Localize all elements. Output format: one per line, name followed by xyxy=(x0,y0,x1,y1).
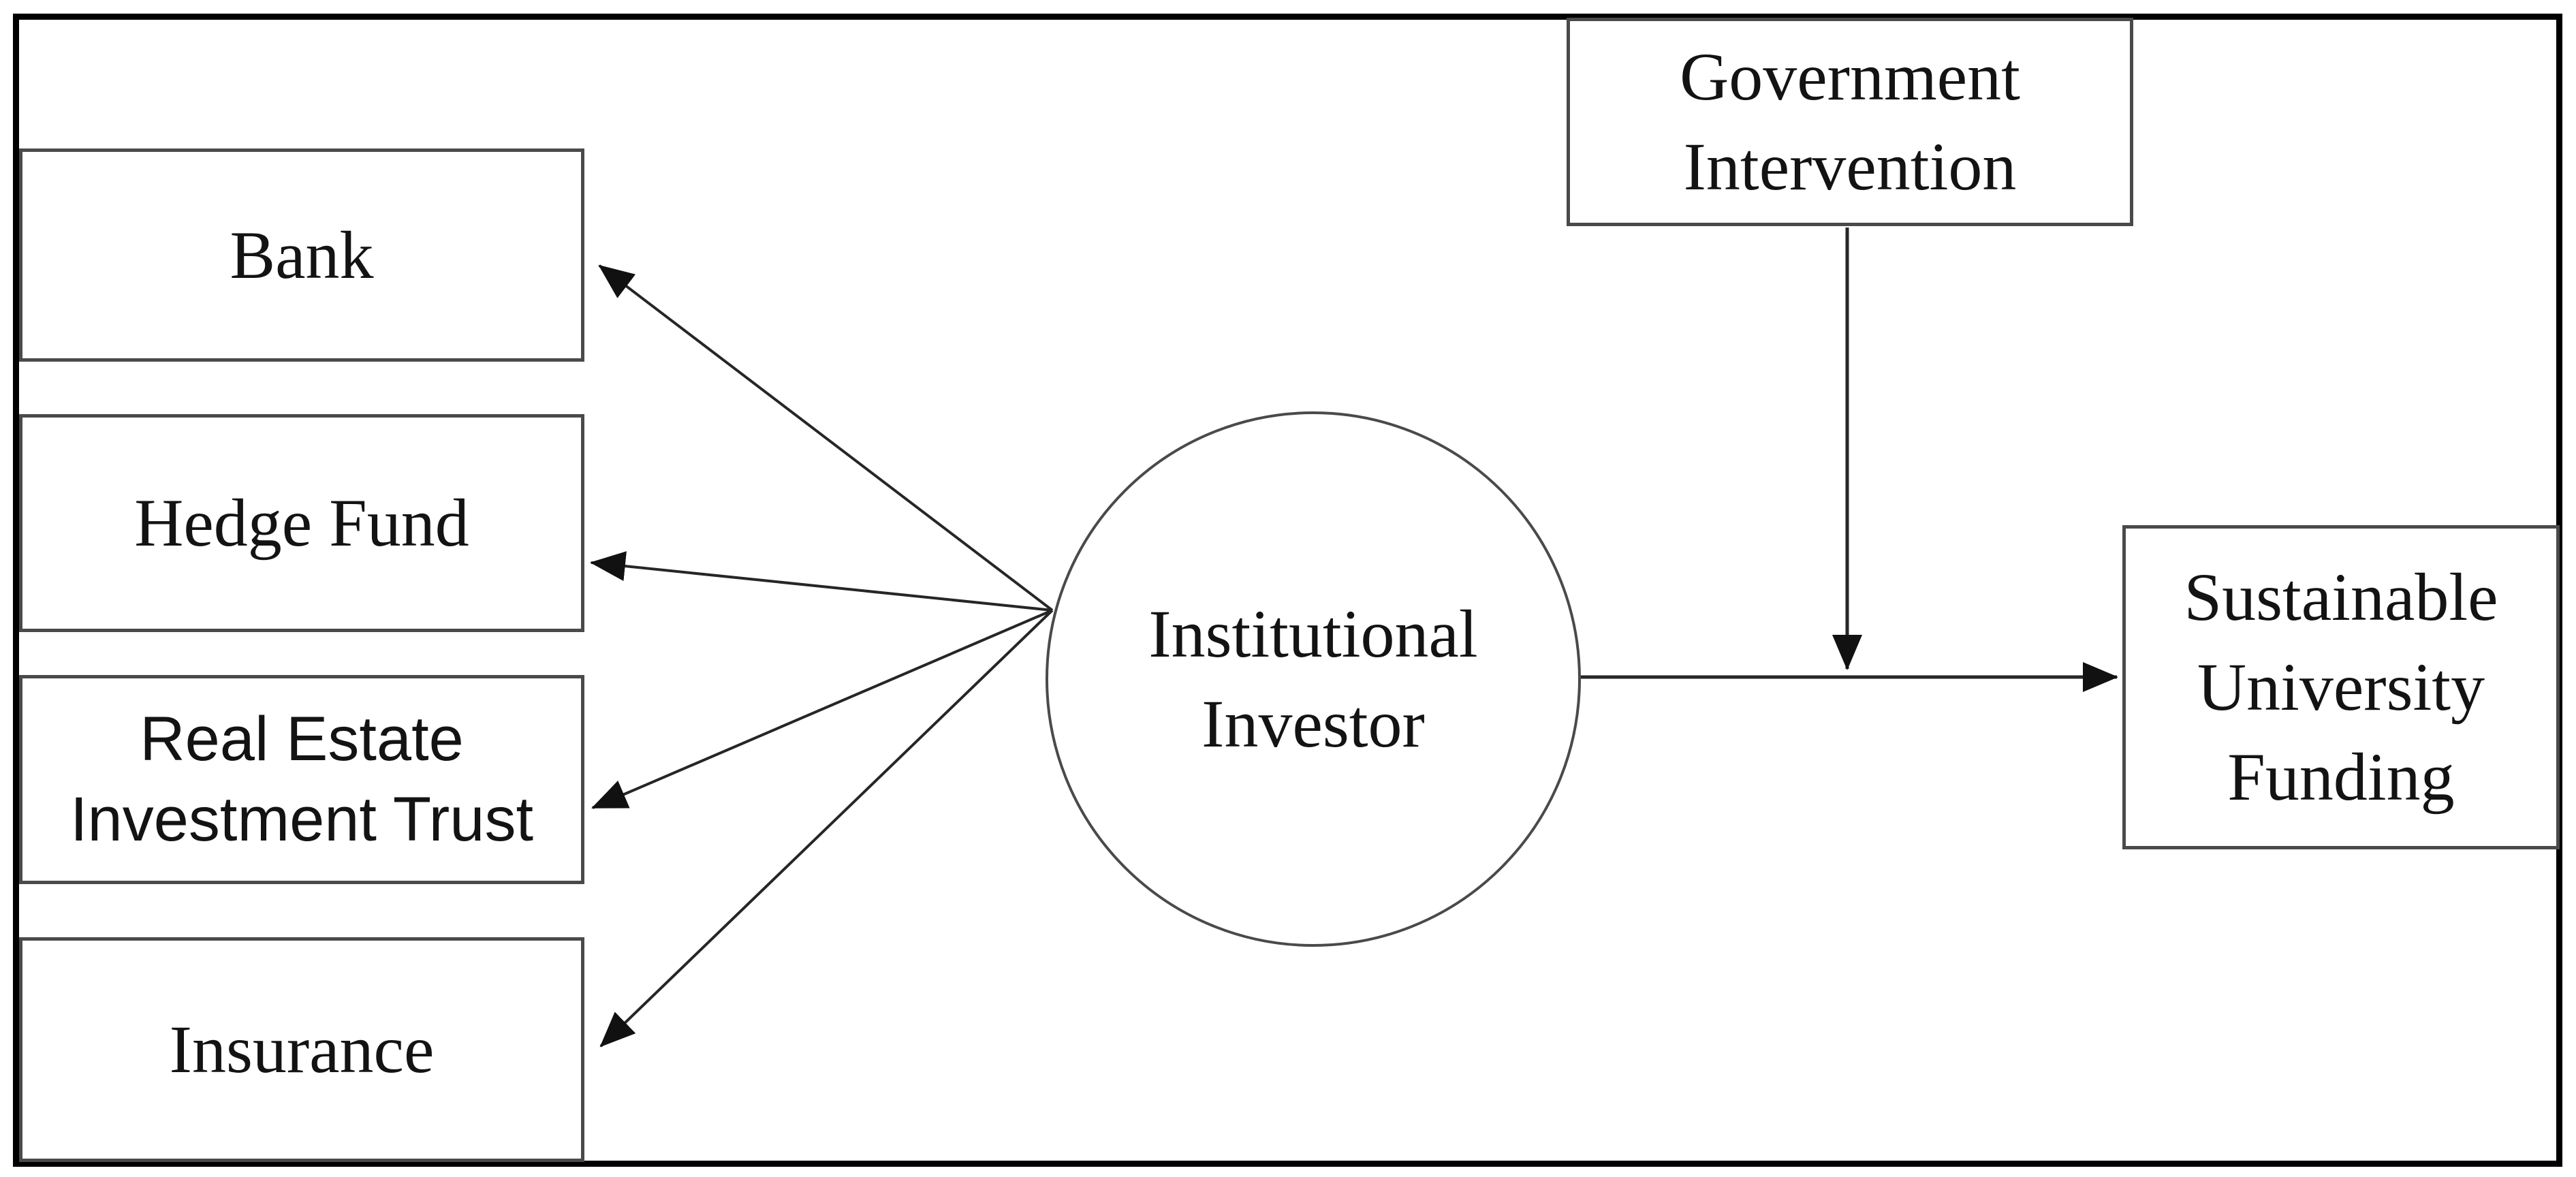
arrow-investor-to-insurance xyxy=(599,609,1054,1048)
bank-box: Bank xyxy=(19,148,584,362)
bank-label: Bank xyxy=(230,217,374,293)
insurance-label: Insurance xyxy=(169,1011,435,1087)
hedge-fund-box: Hedge Fund xyxy=(19,414,584,632)
hedge-fund-label: Hedge Fund xyxy=(134,485,469,561)
arrow-investor-to-bank xyxy=(598,264,1054,612)
arrow-investor-to-hedge-fund xyxy=(590,551,1053,612)
arrow-investor-to-reit xyxy=(591,609,1053,809)
insurance-box: Insurance xyxy=(19,937,584,1162)
